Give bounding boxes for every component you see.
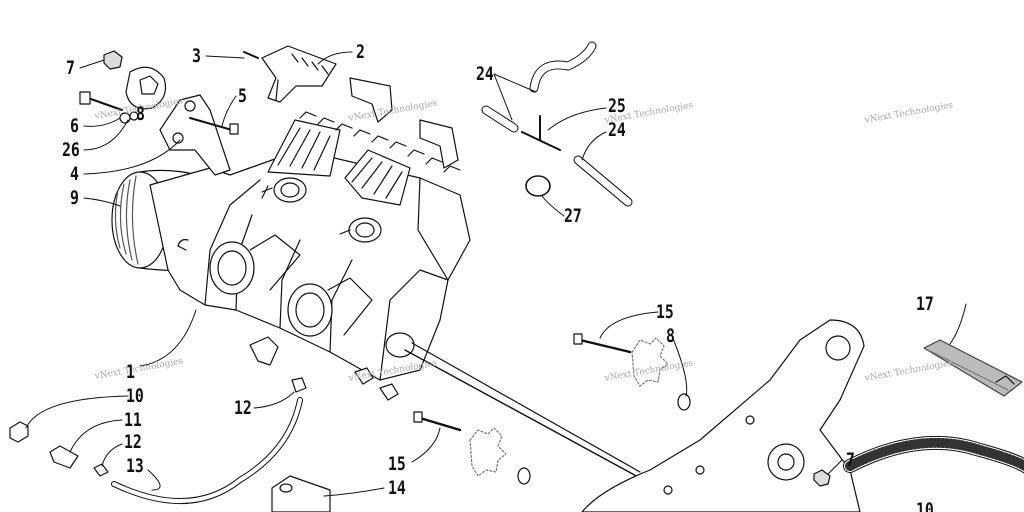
callout-24: 24: [476, 63, 494, 85]
callout-12: 12: [234, 397, 252, 419]
callout-9: 9: [70, 187, 79, 209]
mid-hardware: [413, 333, 691, 485]
fuel-hoses: [481, 41, 633, 207]
callout-7: 7: [66, 57, 75, 79]
callout-1: 1: [126, 361, 135, 383]
engine-plate: [581, 319, 865, 512]
callout-5: 5: [238, 85, 247, 107]
callout-8: 8: [136, 103, 145, 125]
callout-17: 17: [916, 293, 934, 315]
lower-fittings: [9, 377, 331, 512]
callout-6: 6: [70, 115, 79, 137]
leader-lines: [25, 51, 967, 497]
callout-2: 2: [356, 41, 365, 63]
callout-7: 7: [846, 449, 855, 471]
callout-10: 10: [126, 385, 144, 407]
callout-8: 8: [666, 325, 675, 347]
drive-belt: [843, 435, 1024, 474]
callout-24: 24: [608, 119, 626, 141]
callout-15: 15: [388, 453, 406, 475]
callout-13: 13: [126, 455, 144, 477]
callout-3: 3: [192, 45, 201, 67]
callout-12: 12: [124, 431, 142, 453]
callout-11: 11: [124, 409, 142, 431]
callout-4: 4: [70, 163, 79, 185]
callout-14: 14: [388, 477, 406, 499]
callout-10: 10: [916, 499, 934, 512]
mount-bracket: [79, 50, 239, 176]
engine-block: [111, 77, 641, 479]
callout-26: 26: [62, 139, 80, 161]
throttle-handle: [243, 45, 337, 103]
callout-15: 15: [656, 301, 674, 323]
callout-27: 27: [564, 205, 582, 227]
heat-tape: [923, 339, 1023, 397]
callout-25: 25: [608, 95, 626, 117]
